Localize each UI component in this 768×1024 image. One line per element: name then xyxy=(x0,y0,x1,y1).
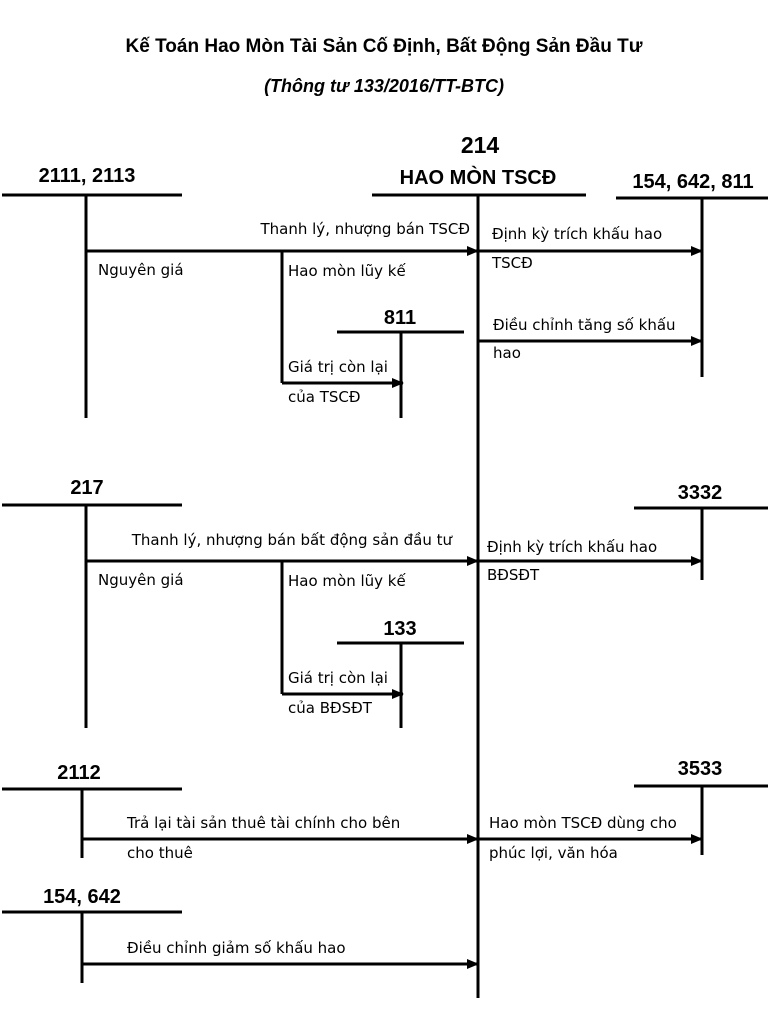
label-tra-lai-line1: Trả lại tài sản thuê tài chính cho bên xyxy=(126,814,400,832)
label-dinh-ky-1-line1: Định kỳ trích khấu hao xyxy=(492,225,662,243)
label-nguyen-gia-2: Nguyên giá xyxy=(98,571,184,589)
label-gtcl-2-line2: của BĐSĐT xyxy=(288,699,373,717)
label-gtcl-1-line1: Giá trị còn lại xyxy=(288,358,388,376)
account-3533-label: 3533 xyxy=(678,758,723,780)
label-dinh-ky-2-line2: BĐSĐT xyxy=(487,566,540,584)
account-133-label: 133 xyxy=(383,618,416,640)
label-tra-lai-line2: cho thuê xyxy=(127,844,193,862)
label-dinh-ky-1-line2: TSCĐ xyxy=(491,254,533,272)
account-214-name: HAO MÒN TSCĐ xyxy=(400,165,557,189)
label-dieu-chinh-giam: Điều chỉnh giảm số khấu hao xyxy=(127,939,346,957)
account-811-label: 811 xyxy=(384,307,416,329)
label-hao-mon-phuc-loi-line1: Hao mòn TSCĐ dùng cho xyxy=(489,814,677,832)
label-gtcl-2-line1: Giá trị còn lại xyxy=(288,669,388,687)
label-dieu-chinh-tang-line2: hao xyxy=(493,344,521,362)
label-thanh-ly-bds: Thanh lý, nhượng bán bất động sản đầu tư xyxy=(131,531,454,549)
label-dinh-ky-2-line1: Định kỳ trích khấu hao xyxy=(487,538,657,556)
account-154-642-811-label: 154, 642, 811 xyxy=(632,171,753,193)
label-hao-mon-luy-ke-1: Hao mòn lũy kế xyxy=(288,262,406,280)
account-154-642-label: 154, 642 xyxy=(43,886,121,908)
label-hao-mon-luy-ke-2: Hao mòn lũy kế xyxy=(288,572,406,590)
page-subtitle: (Thông tư 133/2016/TT-BTC) xyxy=(264,76,504,96)
account-2111-label: 2111, 2113 xyxy=(39,165,136,187)
label-gtcl-1-line2: của TSCĐ xyxy=(288,388,361,406)
label-thanh-ly-tscd: Thanh lý, nhượng bán TSCĐ xyxy=(260,220,471,238)
account-2112-label: 2112 xyxy=(57,762,100,784)
page-title: Kế Toán Hao Mòn Tài Sản Cố Định, Bất Độn… xyxy=(126,36,643,57)
label-dieu-chinh-tang-line1: Điều chỉnh tăng số khấu xyxy=(493,316,676,334)
account-214-number: 214 xyxy=(461,132,500,158)
account-3332-label: 3332 xyxy=(678,482,723,504)
label-hao-mon-phuc-loi-line2: phúc lợi, văn hóa xyxy=(489,844,618,862)
account-217-label: 217 xyxy=(70,477,103,499)
label-nguyen-gia-1: Nguyên giá xyxy=(98,261,184,279)
